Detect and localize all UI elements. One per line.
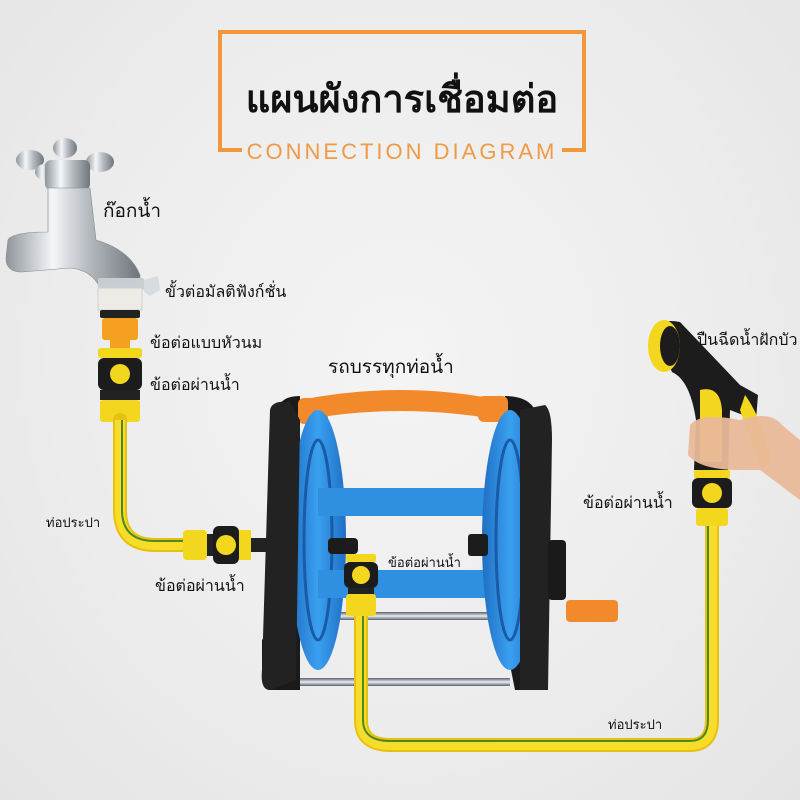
quick-connector-reel-in-icon <box>183 526 271 564</box>
label-quick-connector-gun: ข้อต่อผ่านน้ำ <box>583 493 673 512</box>
label-quick-connector-top: ข้อต่อผ่านน้ำ <box>150 375 240 394</box>
faucet-icon <box>5 138 160 296</box>
quick-connector-gun-icon <box>692 470 732 526</box>
title-frame-corner-left <box>218 148 242 152</box>
title-frame-corner-right <box>562 148 586 152</box>
page-title: แผนผังการเชื่อมต่อ <box>245 77 559 121</box>
quick-connector-icon <box>98 348 142 422</box>
page-subtitle: CONNECTION DIAGRAM <box>246 139 558 164</box>
label-quick-connector-reel-out: ข้อต่อผ่านน้ำ <box>388 556 461 571</box>
quick-connector-reel-out-icon <box>344 554 378 616</box>
label-hose-reel: รถบรรทุกท่อน้ำ <box>328 356 454 378</box>
hose-reel-icon <box>261 390 618 690</box>
label-hose-left: ท่อประปา <box>46 516 101 531</box>
label-multi-adapter: ขั้วต่อมัลติฟังก์ชั่น <box>165 282 287 301</box>
label-faucet: ก๊อกน้ำ <box>103 200 162 222</box>
hand-icon <box>688 416 800 500</box>
multi-adapter-icon <box>97 287 143 311</box>
label-hose-right: ท่อประปา <box>608 718 663 733</box>
label-tap-connector: ข้อต่อแบบหัวนม <box>150 333 263 352</box>
label-spray-gun: ปืนฉีดน้ำฝักบัว <box>697 330 798 349</box>
tap-connector-icon <box>100 310 140 348</box>
title-frame <box>218 30 586 152</box>
label-quick-connector-reel-in: ข้อต่อผ่านน้ำ <box>155 576 245 595</box>
